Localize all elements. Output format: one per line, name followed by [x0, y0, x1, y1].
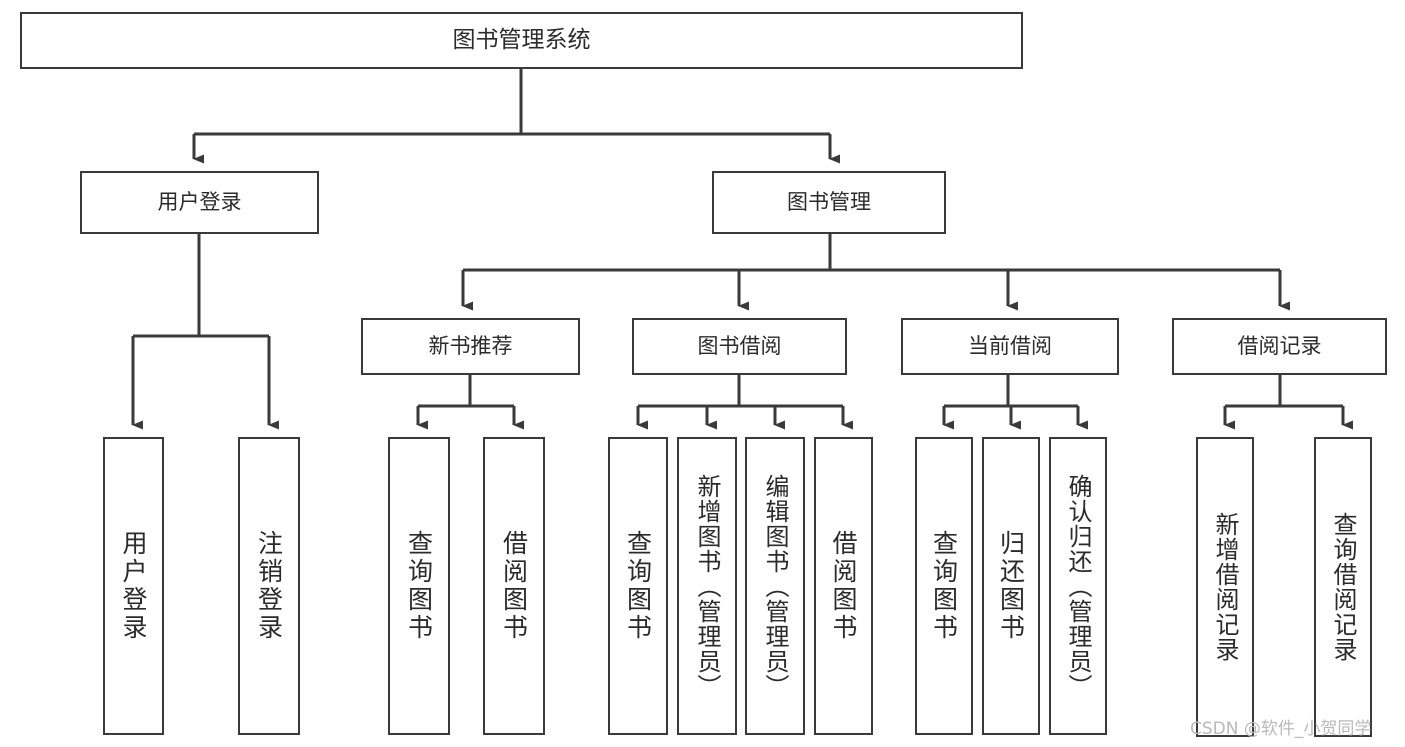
node-label: 新书推荐 — [428, 333, 513, 358]
leaf-edit-book-admin[interactable]: 编辑图书（管理员） — [745, 437, 805, 735]
leaf-user-logout[interactable]: 注销登录 — [238, 437, 300, 735]
node-label: 注销登录 — [254, 530, 284, 642]
leaf-user-login[interactable]: 用户登录 — [103, 437, 164, 735]
node-label: 图书管理系统 — [452, 26, 591, 53]
leaf-borrow-book[interactable]: 借阅图书 — [814, 437, 873, 735]
node-label: 图书管理 — [787, 189, 871, 214]
leaf-query-borrow-record[interactable]: 查询借阅记录 — [1314, 437, 1372, 737]
node-label: 查询图书 — [623, 530, 653, 642]
leaf-return-book[interactable]: 归还图书 — [982, 437, 1040, 735]
leaf-add-borrow-record[interactable]: 新增借阅记录 — [1196, 437, 1254, 737]
leaf-confirm-return-admin[interactable]: 确认归还（管理员） — [1049, 437, 1107, 735]
node-label: 借阅图书 — [499, 530, 529, 642]
node-label: 查询图书 — [929, 530, 959, 642]
node-label: 查询借阅记录 — [1329, 512, 1357, 662]
node-label: 用户登录 — [157, 189, 242, 214]
leaf-query-book-current[interactable]: 查询图书 — [915, 437, 973, 735]
node-book-management[interactable]: 图书管理 — [712, 171, 946, 234]
leaf-add-book-admin[interactable]: 新增图书（管理员） — [677, 437, 737, 735]
node-current-borrow[interactable]: 当前借阅 — [901, 318, 1119, 375]
node-system-root[interactable]: 图书管理系统 — [20, 12, 1023, 69]
node-label: 新增图书（管理员） — [693, 473, 721, 699]
node-label: 归还图书 — [996, 530, 1026, 642]
leaf-borrow-book-recommend[interactable]: 借阅图书 — [483, 437, 545, 735]
node-label: 查询图书 — [404, 530, 434, 642]
leaf-query-book-borrow[interactable]: 查询图书 — [608, 437, 668, 735]
node-label: 确认归还（管理员） — [1064, 473, 1092, 699]
node-label: 当前借阅 — [968, 333, 1052, 358]
csdn-watermark: CSDN @软件_小贺同学 — [1190, 719, 1372, 739]
node-book-borrow[interactable]: 图书借阅 — [632, 318, 847, 375]
node-borrow-record[interactable]: 借阅记录 — [1172, 318, 1387, 375]
node-user-login[interactable]: 用户登录 — [80, 171, 319, 234]
node-label: 借阅图书 — [829, 530, 858, 642]
node-new-book-recommend[interactable]: 新书推荐 — [361, 318, 580, 375]
node-label: 借阅记录 — [1237, 333, 1322, 358]
node-label: 用户登录 — [119, 530, 148, 642]
leaf-query-book-recommend[interactable]: 查询图书 — [388, 437, 450, 735]
node-label: 编辑图书（管理员） — [761, 473, 789, 699]
node-label: 图书借阅 — [697, 333, 782, 358]
node-label: 新增借阅记录 — [1211, 512, 1239, 662]
